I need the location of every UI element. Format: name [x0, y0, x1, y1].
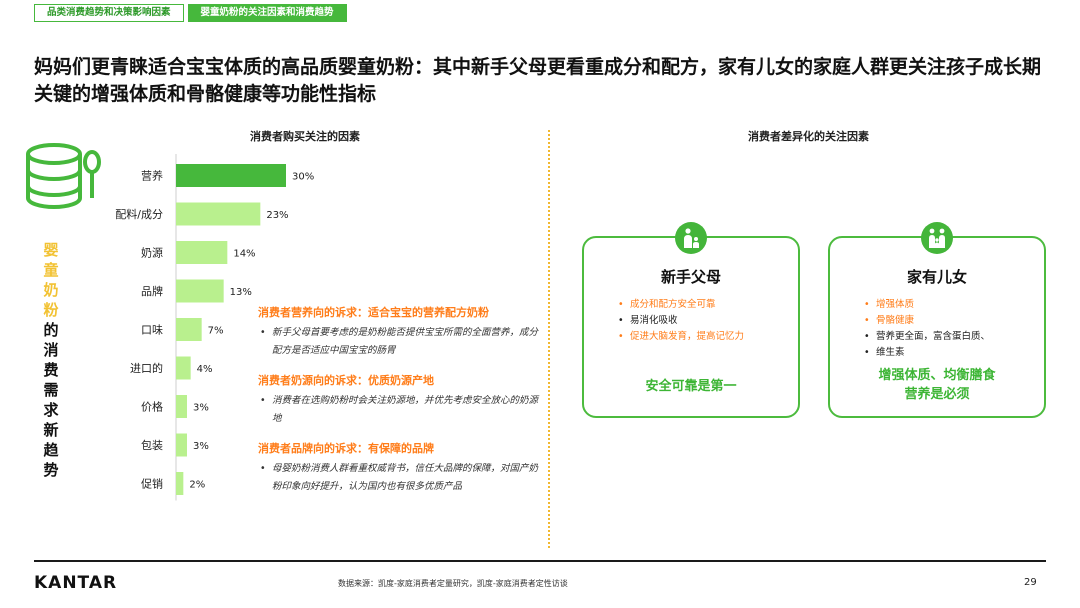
list-item: 骨骼健康: [864, 313, 1044, 329]
card-list: 增强体质 骨骼健康 营养更全面，富含蛋白质、 维生素: [864, 297, 1044, 361]
side-label-black: 的消费需求新趋势: [43, 321, 59, 479]
value-label: 23%: [266, 210, 288, 221]
right-section-title: 消费者差异化的关注因素: [748, 130, 869, 143]
section-tabs: 品类消费趋势和决策影响因素 婴童奶粉的关注因素和消费趋势: [34, 4, 347, 22]
bar: [176, 241, 228, 264]
data-source: 数据来源：凯度-家庭消费者定量研究，凯度-家庭消费者定性访谈: [338, 579, 568, 588]
category-label: 进口的: [130, 361, 163, 375]
bar: [176, 433, 187, 457]
slogan-line: 安全可靠是第一: [645, 379, 737, 394]
appeal-body: 消费者在选购奶粉时会关注奶源地，并优先考虑安全放心的奶源地: [258, 392, 540, 428]
bar: [176, 279, 224, 303]
bar: [176, 202, 261, 226]
section-divider: [548, 130, 550, 548]
slogan-line: 增强体质、均衡膳食: [878, 368, 996, 383]
value-label: 30%: [292, 172, 314, 183]
page-number: 29: [1024, 577, 1037, 588]
value-label: 3%: [193, 441, 209, 452]
appeal-body: 新手父母首要考虑的是奶粉能否提供宝宝所需的全面营养，成分配方是否适应中国宝宝的肠…: [258, 324, 540, 360]
card-families: 家有儿女 增强体质 骨骼健康 营养更全面，富含蛋白质、 维生素 增强体质、均衡膳…: [828, 222, 1046, 418]
side-label: 婴童奶粉 的消费需求新趋势: [40, 240, 62, 480]
appeal-milk-source: 消费者奶源向的诉求：优质奶源产地 消费者在选购奶粉时会关注奶源地，并优先考虑安全…: [258, 372, 540, 428]
family-icon: [921, 222, 953, 254]
card-slogan: 安全可靠是第一: [584, 375, 798, 394]
bar: [176, 395, 187, 418]
appeal-title: 消费者营养向的诉求：适合宝宝的营养配方奶粉: [258, 306, 489, 319]
slogan-line: 营养是必须: [904, 387, 970, 402]
value-label: 3%: [193, 403, 209, 414]
appeal-body: 母婴奶粉消费人群看重权威背书，信任大品牌的保障，对国产奶粉印象向好提升，认为国内…: [258, 460, 540, 496]
page-title: 妈妈们更青睐适合宝宝体质的高品质婴童奶粉：其中新手父母更看重成分和配方，家有儿女…: [34, 56, 1042, 105]
appeal-nutrition: 消费者营养向的诉求：适合宝宝的营养配方奶粉 新手父母首要考虑的是奶粉能否提供宝宝…: [258, 304, 540, 360]
list-item: 营养更全面，富含蛋白质、: [864, 329, 1044, 345]
list-item: 易消化吸收: [618, 313, 798, 329]
appeal-brand: 消费者品牌向的诉求：有保障的品牌 母婴奶粉消费人群看重权威背书，信任大品牌的保障…: [258, 440, 540, 496]
value-label: 14%: [233, 249, 255, 260]
card-title: 家有儿女: [906, 268, 967, 286]
list-item: 成分和配方安全可靠: [618, 297, 798, 313]
card-list: 成分和配方安全可靠 易消化吸收 促进大脑发育，提高记忆力: [618, 297, 798, 345]
footer-divider: [34, 560, 1046, 562]
formula-can-icon: [26, 143, 101, 209]
list-item: 促进大脑发育，提高记忆力: [618, 329, 798, 345]
bar: [176, 472, 184, 495]
card-title: 新手父母: [660, 268, 721, 286]
value-label: 13%: [230, 287, 252, 298]
consumer-appeals: 消费者营养向的诉求：适合宝宝的营养配方奶粉 新手父母首要考虑的是奶粉能否提供宝宝…: [258, 304, 540, 508]
left-section-title: 消费者购买关注的因素: [250, 130, 360, 143]
appeal-title: 消费者品牌向的诉求：有保障的品牌: [258, 442, 434, 455]
category-label: 营养: [141, 169, 163, 183]
category-label: 配料/成分: [115, 207, 163, 221]
purchase-factors-bar-chart: 营养 30% 配料/成分 23% 奶源 14% 品牌 13% 口味 7% 进口的 4% 价格 3% 包装 3%…: [115, 154, 314, 501]
bar: [176, 356, 191, 380]
bar: [176, 318, 202, 341]
category-label: 价格: [141, 400, 163, 414]
value-label: 7%: [208, 326, 224, 337]
category-label: 口味: [141, 324, 163, 337]
tab-infant-formula[interactable]: 婴童奶粉的关注因素和消费趋势: [187, 4, 347, 22]
category-label: 促销: [141, 477, 163, 491]
bar: [176, 164, 286, 187]
value-label: 2%: [189, 480, 205, 491]
list-item-continued: 维生素: [864, 345, 1044, 361]
side-label-green: 婴童奶粉: [43, 241, 59, 319]
category-label: 品牌: [141, 284, 163, 298]
value-label: 4%: [197, 364, 213, 375]
card-new-parents: 新手父母 成分和配方安全可靠 易消化吸收 促进大脑发育，提高记忆力 安全可靠是第…: [582, 222, 800, 418]
category-label: 奶源: [141, 246, 163, 260]
appeal-title: 消费者奶源向的诉求：优质奶源产地: [258, 374, 434, 387]
parent-child-icon: [675, 222, 707, 254]
kantar-logo: KANTAR: [34, 573, 118, 593]
tab-category-trends[interactable]: 品类消费趋势和决策影响因素: [34, 4, 184, 22]
card-slogan: 增强体质、均衡膳食 营养是必须: [830, 366, 1044, 404]
list-item: 增强体质: [864, 297, 1044, 313]
category-label: 包装: [141, 439, 163, 452]
